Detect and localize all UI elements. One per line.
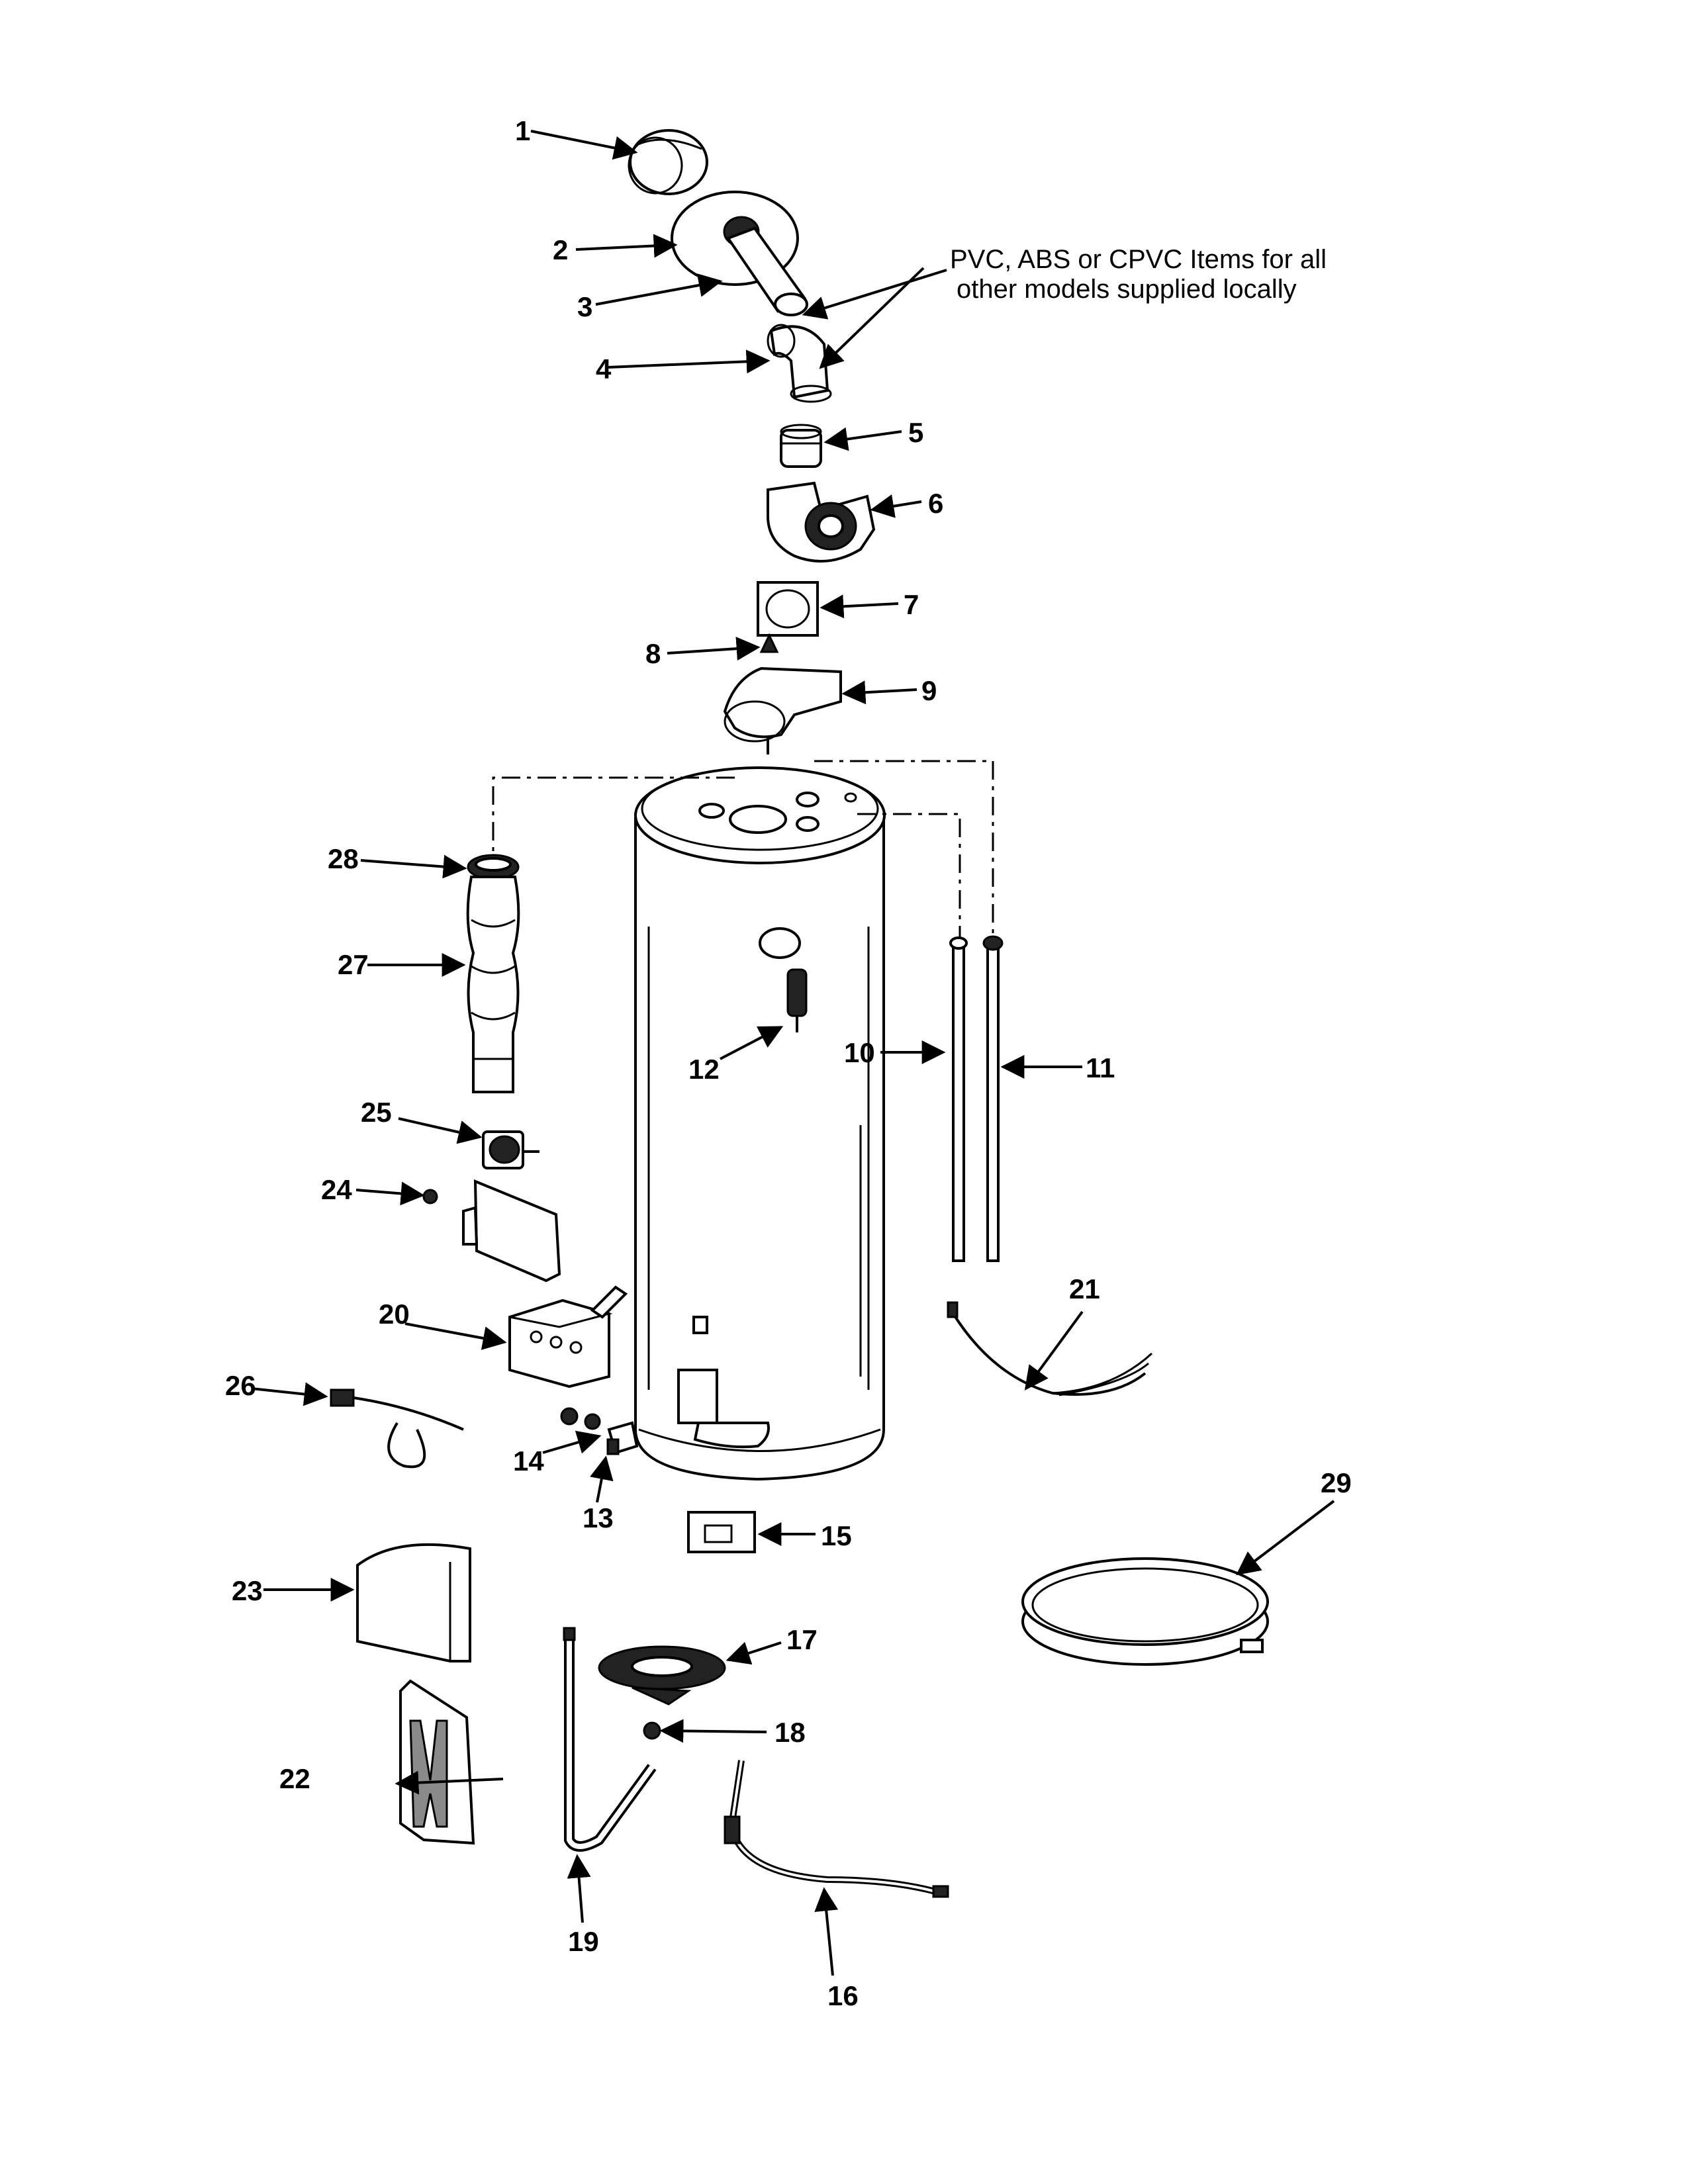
label-part-5: 5 (908, 417, 923, 448)
label-part-27: 27 (338, 949, 369, 980)
label-part-23: 23 (232, 1575, 263, 1606)
label-part-29: 29 (1321, 1467, 1352, 1498)
leader-arrows (251, 130, 1335, 1976)
supplied-locally-note-line1: PVC, ABS or CPVC Items for all (950, 245, 1327, 274)
label-part-11: 11 (1086, 1052, 1115, 1083)
control-bracket (462, 1179, 561, 1283)
part-27-flex-hose (466, 876, 520, 1093)
part-22-burner-cover (399, 1679, 475, 1845)
label-part-2: 2 (553, 234, 568, 265)
part-18-orifice (643, 1721, 661, 1740)
label-part-6: 6 (928, 488, 943, 519)
label-part-28: 28 (328, 843, 359, 874)
part-25-pressure-switch (482, 1130, 539, 1169)
part-4-elbow (767, 324, 832, 403)
part-13-drain-valve (606, 1421, 639, 1455)
part-14-fittings (560, 1407, 601, 1430)
label-part-13: 13 (583, 1502, 614, 1533)
label-part-24: 24 (321, 1174, 352, 1205)
label-part-21: 21 (1069, 1273, 1100, 1304)
part-8-screw (759, 633, 779, 653)
label-part-8: 8 (645, 638, 661, 669)
label-part-17: 17 (786, 1624, 818, 1655)
part-15-inner-door (687, 1511, 756, 1553)
part-21-wire-harness (947, 1301, 1153, 1396)
part-11-dip-tube (982, 935, 1004, 1262)
part-9-draft-hood (723, 666, 842, 754)
part-19-manifold (563, 1627, 657, 1852)
part-28-hose-clamp (467, 854, 520, 880)
part-7-gasket (757, 581, 819, 637)
part-17-burner (598, 1645, 726, 1706)
part-1-vent-cap (628, 129, 708, 195)
label-part-9: 9 (921, 675, 937, 706)
label-part-3: 3 (577, 291, 592, 322)
label-part-25: 25 (361, 1097, 392, 1128)
label-part-22: 22 (279, 1763, 310, 1794)
supplied-locally-note-line2: other models supplied locally (957, 275, 1297, 304)
label-part-4: 4 (596, 353, 612, 385)
part-16-igniter (724, 1760, 949, 1898)
part-24-screw (422, 1189, 438, 1205)
part-5-adapter (780, 424, 822, 468)
part-10-dip-tube (949, 936, 968, 1262)
label-part-10: 10 (844, 1037, 875, 1068)
label-part-15: 15 (821, 1520, 852, 1551)
dash-routing-lines (492, 760, 994, 940)
label-part-18: 18 (774, 1717, 806, 1748)
label-part-16: 16 (827, 1980, 859, 2011)
label-part-7: 7 (904, 589, 919, 620)
label-part-14: 14 (513, 1445, 544, 1477)
label-part-1: 1 (515, 115, 530, 146)
water-heater-tank (634, 766, 886, 1481)
part-26-power-cord (330, 1388, 464, 1469)
part-20-gas-valve (508, 1285, 628, 1388)
label-part-26: 26 (225, 1370, 256, 1401)
part-23-outer-door (356, 1543, 471, 1662)
label-part-12: 12 (688, 1054, 720, 1085)
label-part-19: 19 (568, 1926, 599, 1957)
part-12-anode (786, 968, 808, 1032)
part-6-blower (767, 481, 876, 563)
part-29-drain-pan (1021, 1557, 1269, 1666)
label-part-20: 20 (379, 1298, 410, 1330)
